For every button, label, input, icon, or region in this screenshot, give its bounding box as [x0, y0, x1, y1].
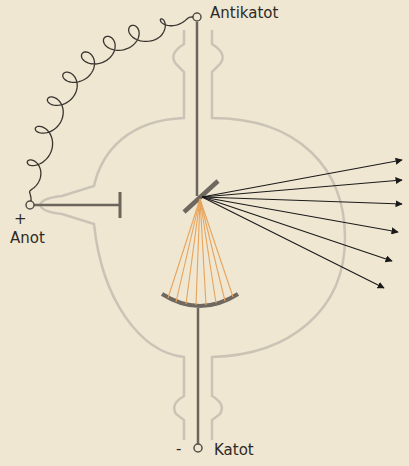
anode-terminal: [26, 201, 34, 209]
polarity-sign: -: [176, 440, 181, 458]
anode-rod: [34, 204, 120, 207]
coiled-wire-path: [27, 17, 193, 201]
anticathode-rod: [196, 22, 199, 196]
anticathode-terminal: [193, 13, 201, 21]
electron-beam: [168, 199, 233, 305]
terminal-label: Katot: [214, 441, 254, 459]
x-rays: [202, 160, 402, 288]
anode-plate: [119, 192, 122, 218]
cathode-rod: [197, 308, 200, 444]
coiled-wire: [27, 17, 193, 201]
cathode-cup: [162, 294, 238, 306]
polarity-sign: +: [14, 210, 27, 228]
glass-tube: [40, 30, 345, 440]
terminal-label: Antikatot: [210, 4, 278, 22]
cathode-terminal: [194, 444, 202, 452]
terminal-label: Anot: [10, 229, 45, 247]
